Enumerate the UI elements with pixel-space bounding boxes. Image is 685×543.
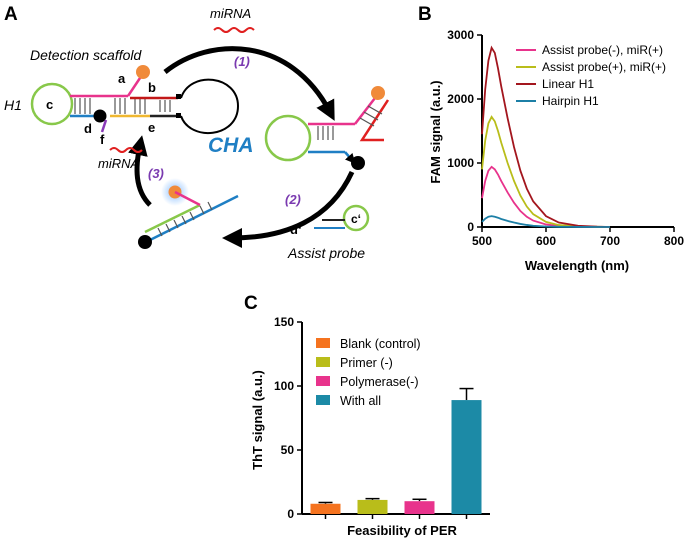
cha-loop [264,114,312,162]
panel-c-label: C [244,293,258,314]
chart-c-legend-label: Polymerase(-) [340,375,419,389]
step-1-label: (1) [234,54,250,69]
letter-d-prime: d‘ [290,222,302,237]
chart-c-legend-label: With all [340,394,381,408]
panel-a: A miRNA miRNA Detection scaffold H1 (1) … [4,4,390,261]
quencher-top [93,109,107,123]
letter-f: f [100,132,105,147]
chart-c-y-tick-label: 50 [281,443,295,457]
chart-b-legend-label: Assist probe(-), miR(+) [542,43,663,57]
cycle-arrow-2 [222,170,355,248]
chart-c-y-tick-label: 150 [274,315,294,329]
chart-c-legend-label: Blank (control) [340,337,421,351]
fluorophore-top [136,65,150,79]
mirna-label-top: miRNA [210,6,251,21]
chart-c-y-tick-label: 0 [287,507,294,521]
scaffold-loop [180,78,240,135]
mirna-label-left: miRNA [98,156,139,171]
panel-b-label: B [418,4,432,25]
mirna-strand-cha [359,99,390,142]
chart-b-y-tick-label: 0 [467,220,474,234]
chart-c-ylabel: ThT signal (a.u.) [250,370,265,470]
chart-c-legend-swatch [316,395,330,405]
chart-c-y-tick-label: 100 [274,379,294,393]
chart-c-bar [404,501,435,514]
chart-b-legend-label: Assist probe(+), miR(+) [542,60,666,74]
chart-b-x-tick-label: 700 [600,234,620,248]
chart-c-legend-swatch [316,376,330,386]
chart-b-series-line [481,215,610,228]
detection-scaffold-label: Detection scaffold [30,47,142,63]
letter-b: b [148,80,156,95]
letter-c: c [46,97,53,112]
cha-label: CHA [208,134,254,157]
mirna-squiggle-left [109,147,143,153]
chart-b-series-line [481,115,611,228]
chart-b-series-line [481,45,611,228]
chart-b-x-tick-label: 500 [472,234,492,248]
h1-loop [30,82,74,126]
chart-b-y-tick-label: 3000 [447,28,474,42]
chart-c-bar [451,400,482,514]
fluorophore-cha [371,86,385,100]
chart-b-x-tick-label: 600 [536,234,556,248]
chart-c-legend-swatch [316,357,330,367]
chart-c-legend-swatch [316,338,330,348]
chart-b-xlabel: Wavelength (nm) [525,258,629,273]
chart-b-ylabel: FAM signal (a.u.) [428,80,443,183]
chart-b-x-tick-label: 800 [664,234,684,248]
chart-c-legend-label: Primer (-) [340,356,393,370]
mirna-squiggle-top [213,27,255,33]
panel-a-label: A [4,4,18,25]
chart-b-legend-label: Hairpin H1 [542,94,599,108]
chart-b-legend-label: Linear H1 [542,77,594,91]
letter-a: a [118,71,126,86]
h1-label: H1 [4,97,22,113]
letter-c-prime: c‘ [351,212,361,226]
chart-b-series-line [481,165,611,228]
step-3-label: (3) [148,166,164,181]
chart-c-xlabel: Feasibility of PER [347,523,457,538]
cycle-arrow-1 [163,46,335,121]
letter-d: d [84,121,92,136]
letter-e: e [148,120,155,135]
chart-b-y-tick-label: 1000 [447,156,474,170]
step-2-label: (2) [285,192,301,207]
quencher-cha [351,156,365,170]
chart-c-bar [357,499,388,514]
quencher-product [138,235,152,249]
chart-b-y-tick-label: 2000 [447,92,474,106]
assist-probe-loop [342,204,370,232]
assist-probe-label: Assist probe [287,245,365,261]
chart-c-bar [310,503,341,514]
